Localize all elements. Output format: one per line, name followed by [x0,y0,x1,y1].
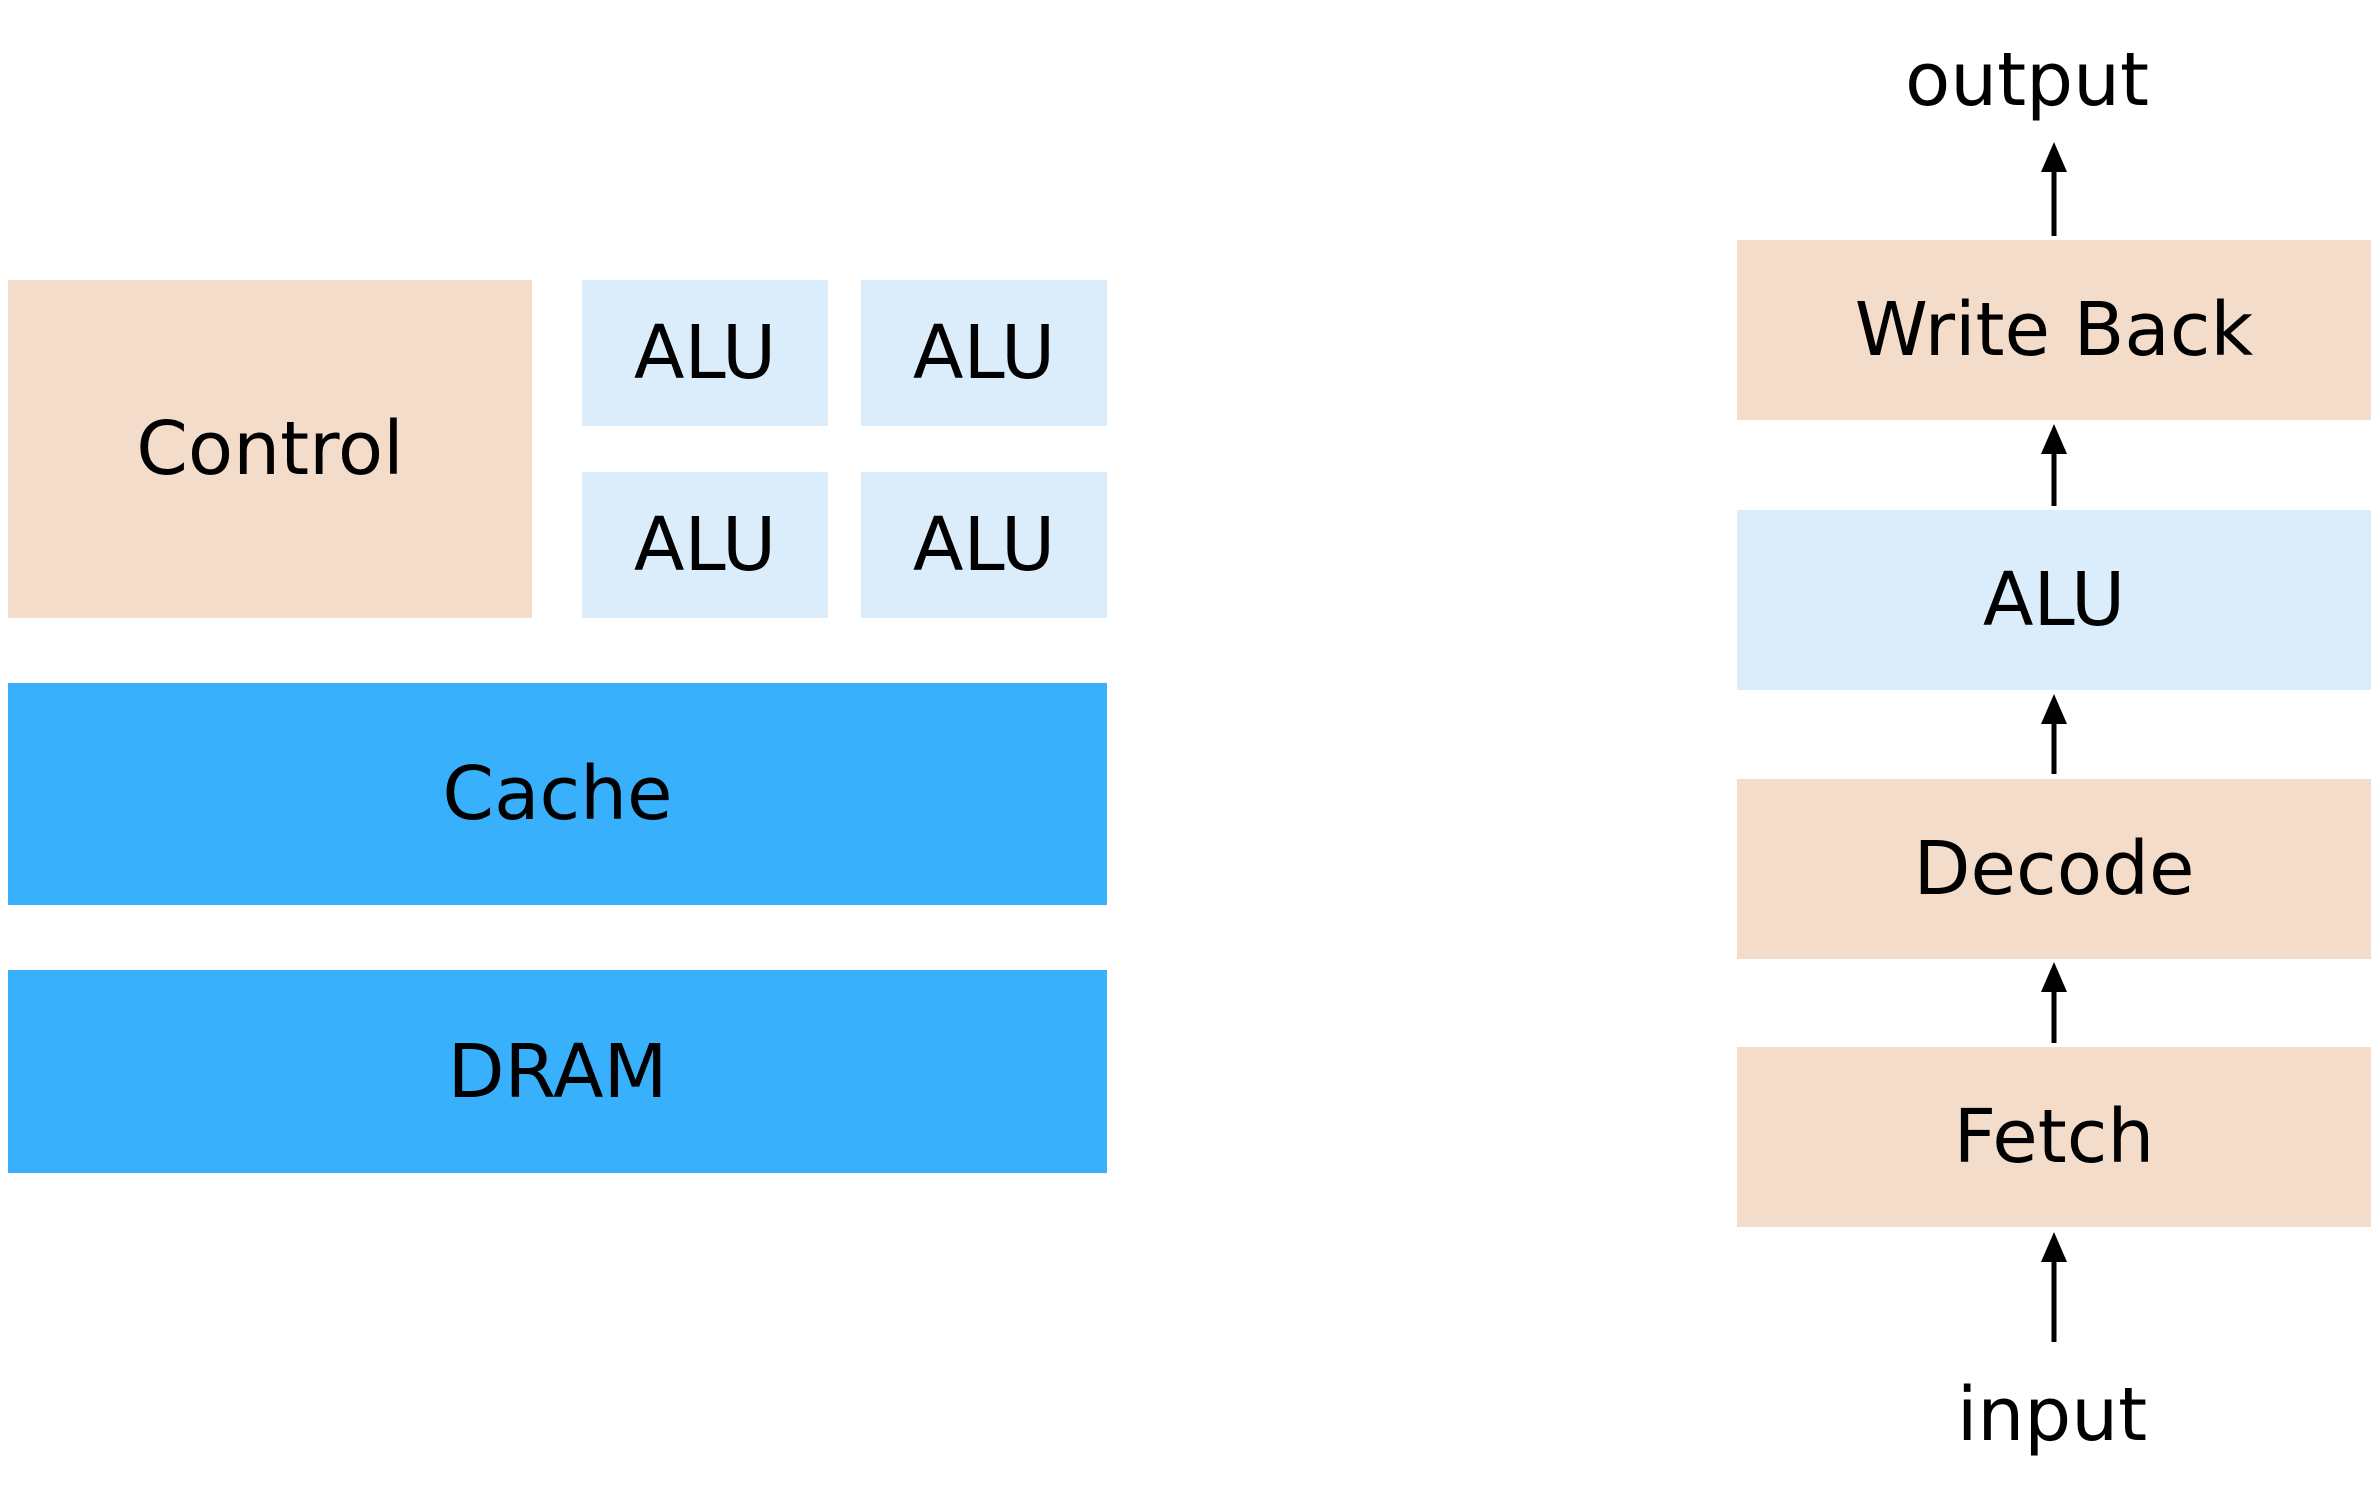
arrow-up-icon [2041,424,2067,506]
arrow-up-icon [2041,142,2067,236]
pipeline-input-label: input [1956,1372,2148,1458]
control-label: Control [136,406,404,492]
dram-label: DRAM [447,1028,668,1115]
alu-block-1: ALU [582,280,828,426]
alu-block-4: ALU [861,472,1107,618]
alu-block-2: ALU [861,280,1107,426]
stage-alu: ALU [1737,510,2371,690]
cache-block: Cache [8,683,1107,905]
alu-label: ALU [912,310,1056,396]
pipeline-output-label: output [1904,37,2150,123]
stage-decode: Decode [1737,779,2371,959]
stage-label: Write Back [1854,287,2254,373]
stage-label: Fetch [1953,1094,2155,1180]
stage-label: ALU [1982,557,2126,643]
stage-label: Decode [1913,826,2195,912]
stage-fetch: Fetch [1737,1047,2371,1227]
alu-label: ALU [912,502,1056,588]
dram-block: DRAM [8,970,1107,1173]
alu-label: ALU [633,310,777,396]
arrow-up-icon [2041,962,2067,1043]
stage-write-back: Write Back [1737,240,2371,420]
cache-label: Cache [442,751,673,837]
arrow-up-icon [2041,1232,2067,1342]
alu-block-3: ALU [582,472,828,618]
control-block: Control [8,280,532,618]
arrow-up-icon [2041,694,2067,774]
alu-label: ALU [633,502,777,588]
